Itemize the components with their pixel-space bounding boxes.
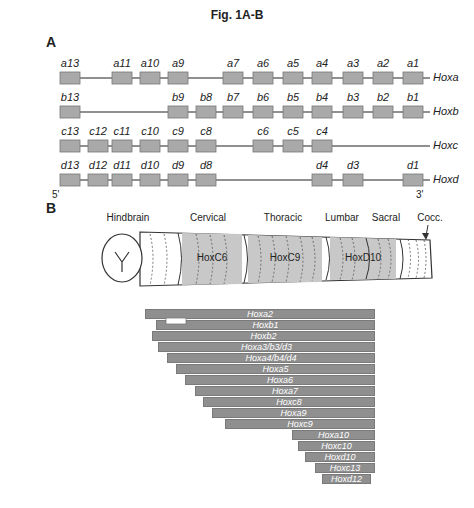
- expression-bar: Hoxc10: [298, 441, 375, 451]
- cluster-label: Hoxb: [433, 105, 473, 118]
- region-label: Lumbar: [312, 212, 372, 224]
- cluster-label: Hoxa: [433, 71, 473, 84]
- expression-bar: Hoxa4/b4/d4: [167, 353, 375, 363]
- hox-domain-label: HoxD10: [333, 252, 393, 264]
- end-label: 5': [52, 189, 68, 201]
- gene-label: b1: [398, 91, 428, 104]
- region-label: Hindbrain: [98, 212, 158, 224]
- gene-label: a9: [163, 57, 193, 70]
- gene-label: a2: [368, 57, 398, 70]
- expression-bar: Hoxa3/b3/d3: [158, 342, 375, 352]
- gene-name: Hoxa6: [186, 376, 374, 385]
- cluster-label: Hoxd: [433, 173, 473, 186]
- gene-label: d3: [338, 159, 368, 172]
- gene-name: Hoxa9: [213, 409, 374, 418]
- gene-name: Hoxa3/b3/d3: [159, 343, 374, 352]
- expression-bar: Hoxa9: [212, 408, 375, 418]
- gene-label: c10: [135, 125, 165, 138]
- gene-label: b3: [338, 91, 368, 104]
- figure-title: Fig. 1A-B: [0, 8, 474, 22]
- panel-label: B: [46, 200, 66, 216]
- panel-label: A: [46, 34, 66, 50]
- end-label: 3': [416, 189, 432, 201]
- gene-label: a5: [278, 57, 308, 70]
- hox-domain-label: HoxC9: [255, 252, 315, 264]
- expression-bar: Hoxa6: [185, 375, 375, 385]
- gene-label: c4: [307, 125, 337, 138]
- gene-name: Hoxc10: [299, 442, 374, 451]
- gene-label: d13: [55, 159, 85, 172]
- spine-illustration: [102, 225, 432, 286]
- gene-name: Hoxb1: [157, 321, 374, 330]
- gene-label: a13: [55, 57, 85, 70]
- gene-label: b13: [55, 91, 85, 104]
- gene-label: c6: [248, 125, 278, 138]
- gene-label: d11: [107, 159, 137, 172]
- region-label: Cervical: [178, 212, 238, 224]
- gene-label: a4: [307, 57, 337, 70]
- gene-label: b9: [163, 91, 193, 104]
- expression-bar: Hoxc8: [203, 397, 375, 407]
- expression-bar: Hoxb2: [152, 331, 375, 341]
- expression-bar: Hoxa10: [292, 430, 375, 440]
- gene-label: d12: [83, 159, 113, 172]
- gene-name: Hoxa4/b4/d4: [168, 354, 374, 363]
- gene-name: Hoxc8: [204, 398, 374, 407]
- gene-boxes: [60, 72, 423, 186]
- expression-bar: Hoxd12: [322, 474, 371, 484]
- gene-name: Hoxd12: [323, 475, 370, 484]
- gene-label: b4: [307, 91, 337, 104]
- expression-bar: Hoxa5: [176, 364, 375, 374]
- gene-label: b6: [248, 91, 278, 104]
- expression-bar: Hoxa2: [145, 309, 375, 319]
- gene-label: b5: [278, 91, 308, 104]
- region-label: Sacral: [356, 212, 416, 224]
- expression-bar: Hoxc13: [315, 463, 375, 473]
- gene-name: Hoxc13: [316, 464, 374, 473]
- gene-label: c5: [278, 125, 308, 138]
- gene-label: a1: [398, 57, 428, 70]
- gene-label: d4: [307, 159, 337, 172]
- gene-name: Hoxb2: [153, 332, 374, 341]
- gene-label: a10: [135, 57, 165, 70]
- gene-label: c12: [83, 125, 113, 138]
- cluster-label: Hoxc: [433, 139, 473, 152]
- gene-name: Hoxa2: [146, 310, 374, 319]
- expression-bar: Hoxc9: [225, 419, 375, 429]
- gene-name: Hoxa7: [196, 387, 374, 396]
- gene-label: d10: [135, 159, 165, 172]
- gene-label: c11: [107, 125, 137, 138]
- gene-label: b8: [191, 91, 221, 104]
- gene-label: a7: [218, 57, 248, 70]
- hox-domain-label: HoxC6: [182, 252, 242, 264]
- chromosome-lines: [60, 78, 430, 180]
- expression-bar: Hoxb1: [156, 320, 375, 330]
- expression-gap: [166, 318, 186, 324]
- gene-label: c8: [191, 125, 221, 138]
- region-label: Cocc.: [400, 212, 460, 224]
- gene-label: d9: [163, 159, 193, 172]
- gene-label: a3: [338, 57, 368, 70]
- gene-label: c9: [163, 125, 193, 138]
- gene-label: b7: [218, 91, 248, 104]
- gene-name: Hoxa5: [177, 365, 374, 374]
- gene-name: Hoxa10: [293, 431, 374, 440]
- gene-name: Hoxd10: [306, 453, 374, 462]
- region-label: Thoracic: [253, 212, 313, 224]
- gene-label: b2: [368, 91, 398, 104]
- gene-label: a6: [248, 57, 278, 70]
- gene-label: d1: [398, 159, 428, 172]
- gene-label: c13: [55, 125, 85, 138]
- expression-bar: Hoxa7: [195, 386, 375, 396]
- gene-name: Hoxc9: [226, 420, 374, 429]
- expression-bar: Hoxd10: [305, 452, 375, 462]
- gene-label: a11: [107, 57, 137, 70]
- gene-label: d8: [191, 159, 221, 172]
